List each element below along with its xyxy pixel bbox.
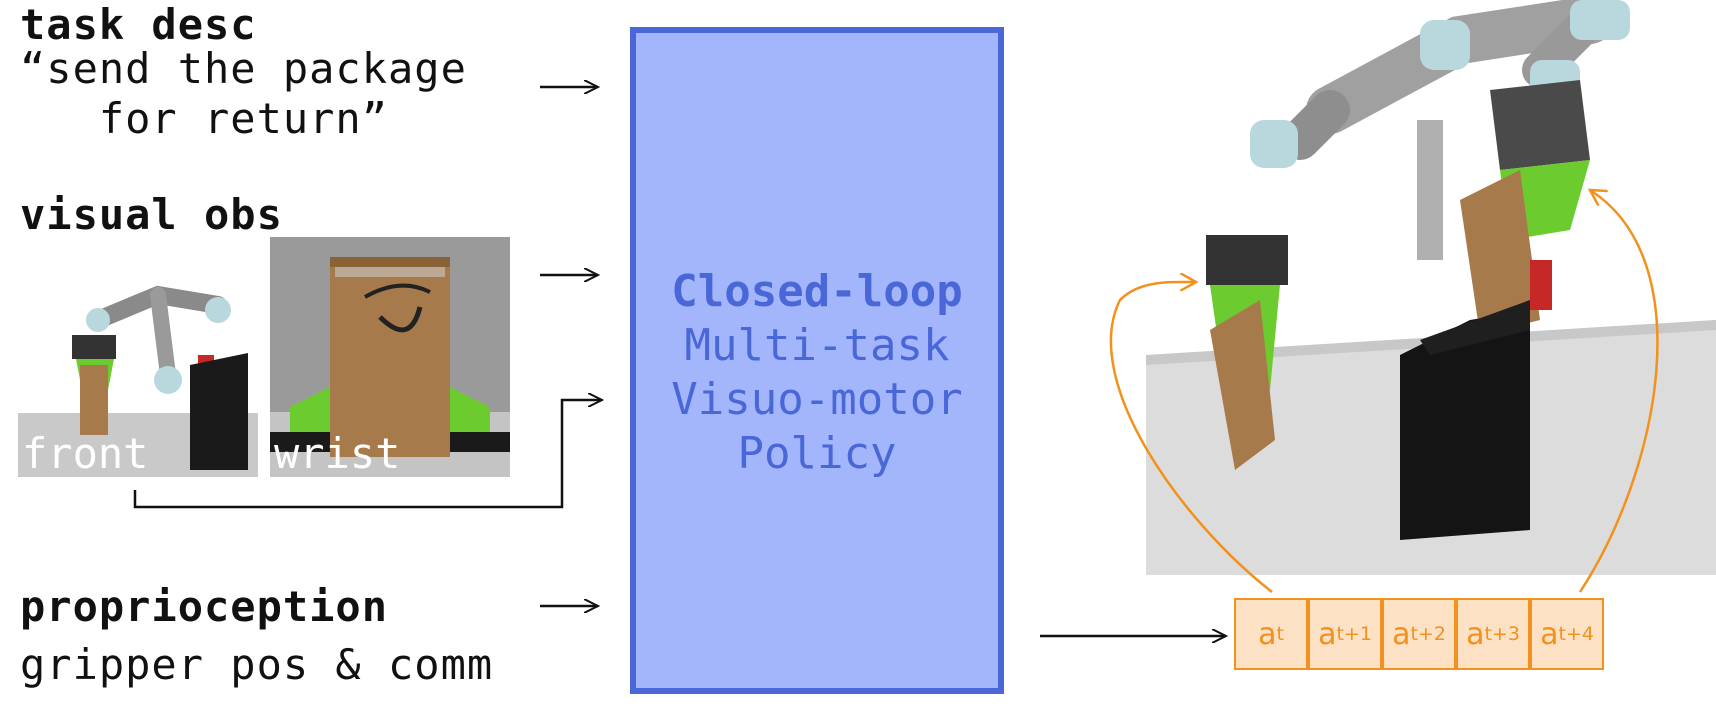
action-subscript: t+1	[1336, 623, 1372, 645]
action-subscript: t	[1276, 623, 1284, 645]
action-symbol: a	[1392, 616, 1411, 652]
proprioception-heading: proprioception	[20, 582, 389, 631]
action-subscript: t+4	[1558, 623, 1594, 645]
feedback-arrow-right	[1578, 190, 1659, 593]
policy-line-4: Policy	[737, 428, 897, 479]
policy-label: Closed-loop Multi-task Visuo-motor Polic…	[636, 265, 998, 481]
wrist-label: wrist	[274, 429, 401, 477]
action-symbol: a	[1466, 616, 1485, 652]
input-arrows	[133, 87, 1226, 636]
policy-line-2: Multi-task	[684, 320, 950, 371]
visual-obs-heading: visual obs	[20, 190, 283, 239]
robot-scene-image	[1146, 0, 1716, 575]
action-symbol: a	[1258, 616, 1277, 652]
policy-box: Closed-loop Multi-task Visuo-motor Polic…	[630, 27, 1004, 694]
task-desc-heading: task desc	[20, 0, 257, 49]
feedback-arrow-left	[1109, 282, 1273, 593]
action-symbol: a	[1540, 616, 1559, 652]
wrist-camera-image: wrist	[270, 237, 510, 477]
action-subscript: t+2	[1410, 623, 1446, 645]
proprioception-detail: gripper pos & comm	[20, 640, 494, 689]
policy-line-3: Visuo-motor	[671, 374, 963, 425]
front-label: front	[22, 429, 149, 477]
front-arrow	[133, 400, 602, 509]
task-desc-line2: for return”	[20, 94, 389, 143]
policy-line-1: Closed-loop	[671, 266, 963, 317]
action-subscript: t+3	[1484, 623, 1520, 645]
front-camera-image: front	[18, 265, 258, 477]
task-desc-line1: “send the package	[20, 44, 467, 93]
action-symbol: a	[1318, 616, 1337, 652]
